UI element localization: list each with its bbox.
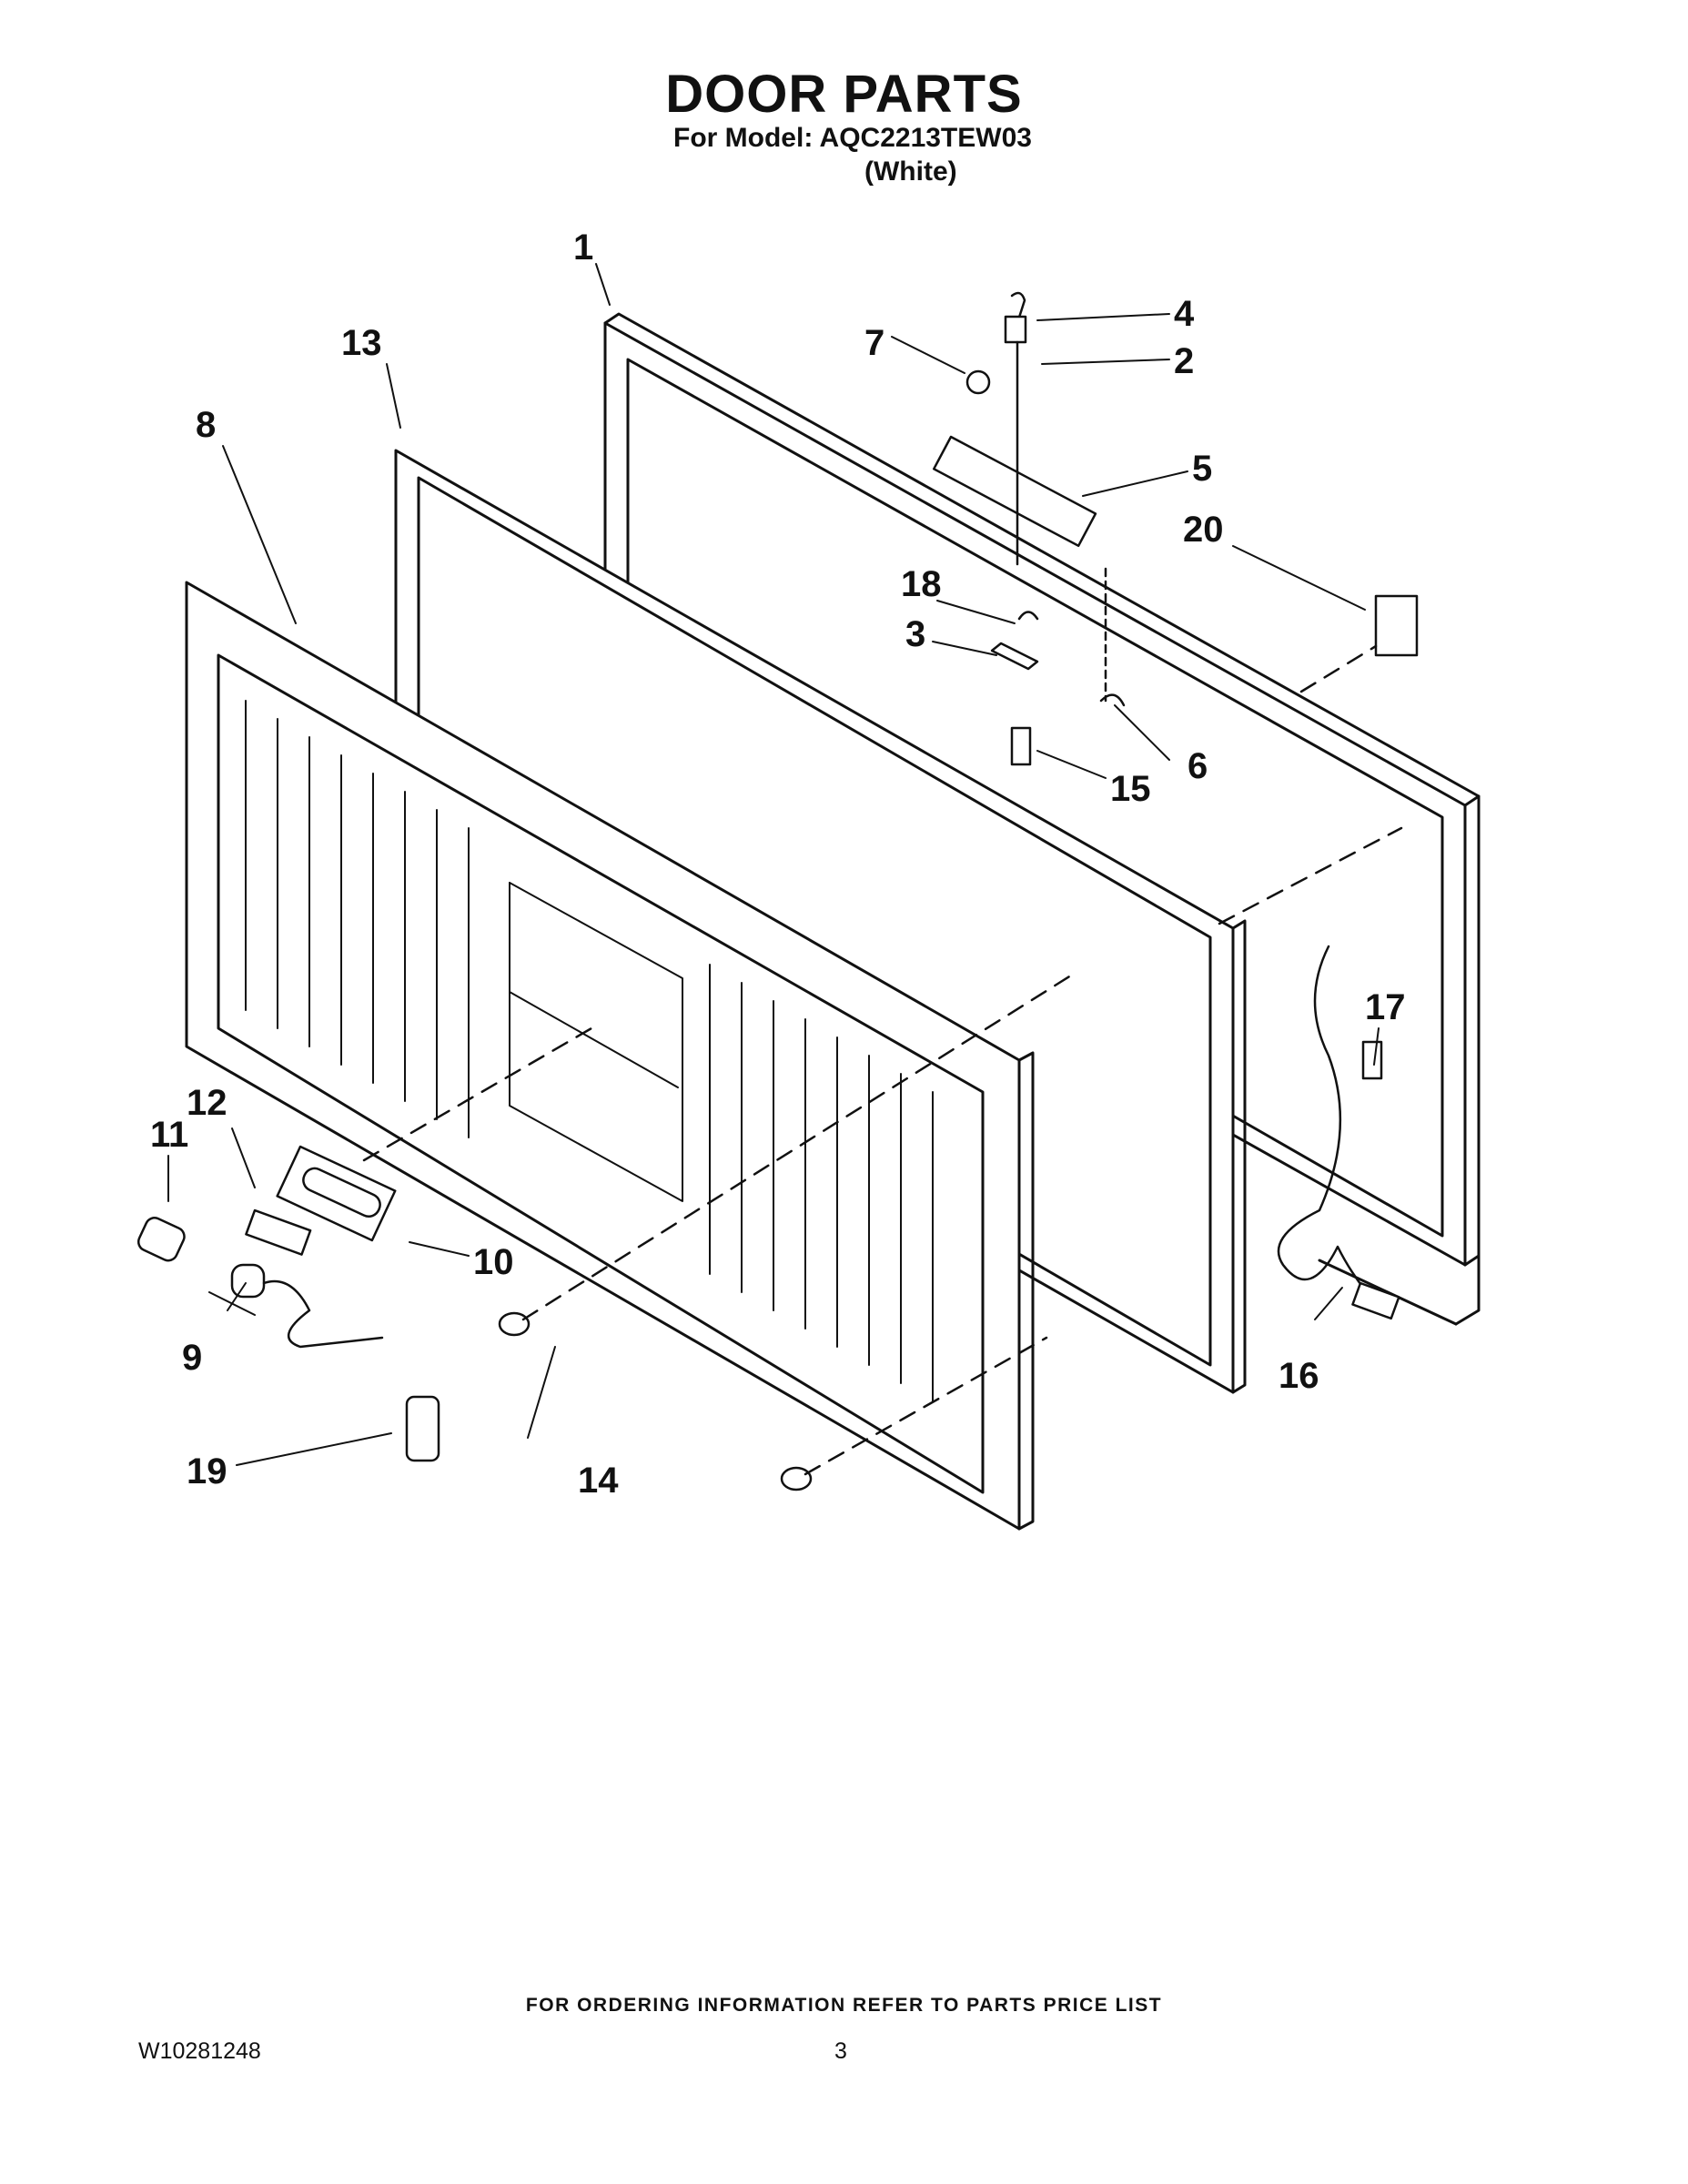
- hardware-parts: [136, 291, 1419, 1491]
- callout-20: 20: [1183, 510, 1224, 550]
- inner-door-liner-part: [185, 581, 1035, 1531]
- outer-door-frame-part: [603, 312, 1481, 1326]
- callout-10: 10: [473, 1242, 514, 1282]
- document-number: W10281248: [138, 2038, 261, 2064]
- page-number: 3: [834, 2038, 847, 2064]
- callout-labels: 1 2 3 4 5 6 7 8 9 10 11 12 13 14 15 16 1…: [150, 228, 1406, 1501]
- color-line: (White): [864, 157, 957, 187]
- callout-2: 2: [1174, 341, 1194, 381]
- callout-5: 5: [1192, 449, 1212, 489]
- callout-4: 4: [1174, 294, 1195, 334]
- callout-9: 9: [182, 1338, 202, 1378]
- callout-7: 7: [864, 323, 884, 363]
- callout-3: 3: [905, 614, 925, 654]
- callout-17: 17: [1365, 987, 1406, 1027]
- page-title: DOOR PARTS: [665, 65, 1023, 124]
- callout-6: 6: [1188, 746, 1208, 786]
- model-line: For Model: AQC2213TEW03: [673, 123, 1032, 153]
- callout-8: 8: [196, 405, 216, 445]
- callout-18: 18: [901, 564, 942, 604]
- callout-1: 1: [573, 228, 593, 268]
- callout-11: 11: [150, 1115, 188, 1155]
- callout-12: 12: [187, 1083, 227, 1123]
- callout-19: 19: [187, 1451, 227, 1491]
- callout-16: 16: [1279, 1356, 1319, 1396]
- callout-14: 14: [578, 1461, 619, 1501]
- callout-13: 13: [341, 323, 382, 363]
- callout-15: 15: [1110, 769, 1151, 809]
- ordering-note: FOR ORDERING INFORMATION REFER TO PARTS …: [525, 1995, 1163, 2016]
- leader-lines: [167, 263, 1380, 1466]
